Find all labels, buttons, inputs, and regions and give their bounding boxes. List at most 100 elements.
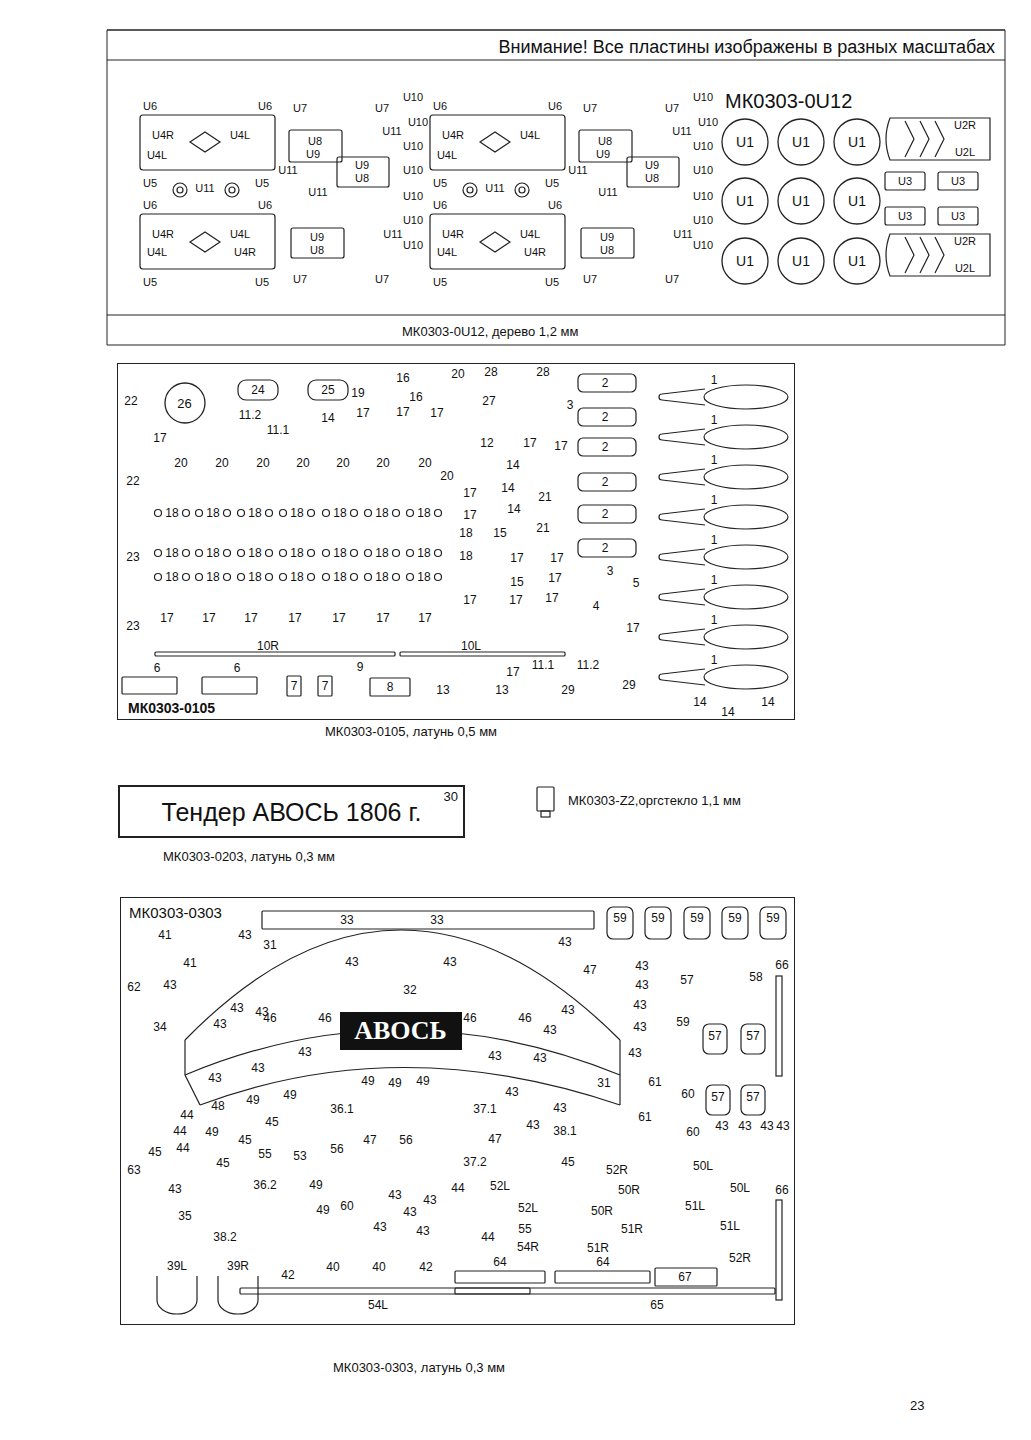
part-number: 41 (158, 929, 171, 941)
part-number: U5 (545, 277, 559, 288)
circle-outline (834, 238, 880, 284)
part-number: 22 (124, 395, 137, 407)
node-text: U1 (736, 254, 754, 268)
ring-part (467, 187, 473, 193)
plexiglass-part (541, 811, 550, 817)
part-number: U10 (698, 117, 718, 128)
plexiglass-part (537, 787, 554, 811)
part-number: 4 (593, 600, 600, 612)
page-heading: Внимание! Все пластины изображены в разн… (498, 38, 995, 56)
part-number: 45 (265, 1116, 278, 1128)
part-number: U10 (693, 92, 713, 103)
part-number: 59 (728, 912, 741, 924)
part-outline (430, 214, 565, 269)
part-number: 34 (153, 1021, 166, 1033)
part-number: U4R (234, 247, 256, 258)
part-number: U9 (306, 149, 320, 160)
part-number: U4R (524, 247, 546, 258)
node-text: АВОСЬ (354, 1018, 447, 1044)
circle-outline (722, 119, 768, 165)
part-number: 62 (127, 981, 140, 993)
part-number: 17 (288, 612, 301, 624)
part-number: 1 (711, 374, 718, 386)
part-number: 43 (635, 960, 648, 972)
part-number: 11.1 (267, 424, 289, 436)
part-number: U7 (583, 274, 597, 285)
hook-part (741, 1085, 765, 1115)
part-number: 44 (481, 1231, 494, 1243)
part-number: 51R (587, 1242, 609, 1254)
part-number: 49 (416, 1075, 429, 1087)
banner-outline (619, 1040, 620, 1105)
bar-part (455, 1271, 545, 1283)
link-part (224, 510, 231, 517)
part-number: U2R (954, 236, 976, 247)
part-number: 43 (230, 1002, 243, 1014)
part-number: 20 (451, 368, 464, 380)
part-number: 17 (548, 572, 561, 584)
node-text: U1 (736, 135, 754, 149)
part-circle: U1 (721, 177, 769, 225)
part-outline (291, 228, 344, 258)
link-part (435, 510, 442, 517)
part-number: 50L (693, 1160, 713, 1172)
node-text: U1 (792, 254, 810, 268)
part-number: 43 (760, 1120, 773, 1132)
part-number: 18 (375, 547, 388, 559)
part-number: 47 (363, 1134, 376, 1146)
part-number: 31 (597, 1077, 610, 1089)
strap-part (578, 438, 636, 456)
part-number: 7 (322, 680, 329, 692)
part-number: 43 (633, 1021, 646, 1033)
fret-sheet: МК0303-010526 (117, 363, 795, 720)
part-number: 1 (711, 574, 718, 586)
part-number: 43 (533, 1052, 546, 1064)
part-number: U8 (645, 173, 659, 184)
circle-outline (722, 238, 768, 284)
part-number: 18 (375, 571, 388, 583)
part-outline (627, 157, 679, 187)
node-text: U1 (736, 194, 754, 208)
part-number: 47 (583, 964, 596, 976)
part-number: 2 (602, 542, 609, 554)
part-number: 22 (126, 475, 139, 487)
hook-part (684, 907, 710, 939)
part-number: 18 (290, 547, 303, 559)
part-number: 18 (248, 571, 261, 583)
circle-outline (834, 178, 880, 224)
part-number: U11 (598, 187, 617, 198)
node-text: U1 (792, 135, 810, 149)
part-number: 18 (417, 547, 430, 559)
hook-part (645, 907, 671, 939)
caption: МК0303-0203, латунь 0,3 мм (163, 850, 335, 863)
part-number: U6 (548, 101, 562, 112)
banner-outline (185, 1075, 200, 1105)
part-number: 17 (509, 594, 522, 606)
frame-line (107, 345, 1005, 346)
part-number: 18 (165, 507, 178, 519)
part-number: 18 (375, 507, 388, 519)
part-number: 7 (291, 680, 298, 692)
part-number: 17 (626, 622, 639, 634)
loop-part (704, 425, 788, 449)
part-number: U7 (375, 103, 389, 114)
part-number: 43 (416, 1225, 429, 1237)
part-number: U11 (382, 126, 401, 137)
part-number: 17 (550, 552, 563, 564)
part-outline (238, 380, 278, 400)
part-number: 43 (633, 999, 646, 1011)
part-number: 8 (387, 681, 394, 693)
part-number: 52R (729, 1252, 751, 1264)
part-number: 2 (602, 476, 609, 488)
node-text: U1 (848, 135, 866, 149)
node-text: МК0303-0105 (128, 701, 215, 715)
part-number: U7 (583, 103, 597, 114)
caption: МК0303-Z2,оргстекло 1,1 мм (568, 794, 741, 807)
ring-part (225, 183, 239, 197)
part-number: U10 (403, 240, 423, 251)
part-number: U10 (693, 240, 713, 251)
bar-part (555, 1271, 650, 1283)
link-part (351, 510, 358, 517)
part-number: 18 (165, 547, 178, 559)
part-number: U6 (258, 101, 272, 112)
